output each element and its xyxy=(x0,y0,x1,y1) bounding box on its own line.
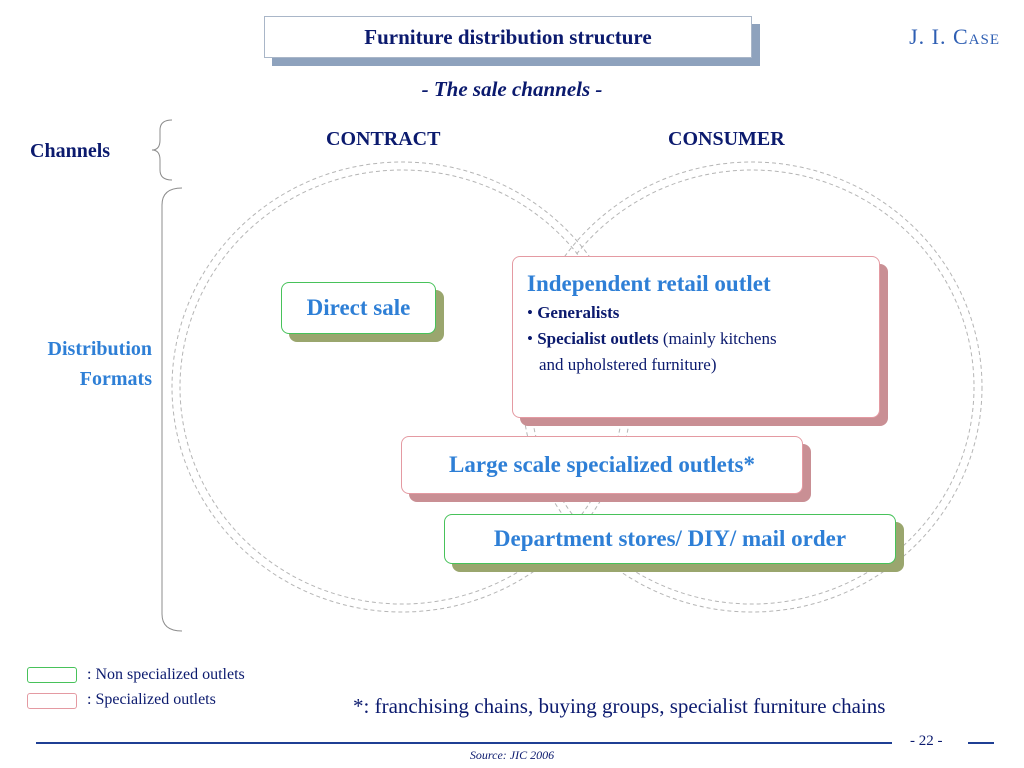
direct-sale-label: Direct sale xyxy=(306,295,411,320)
specialist-label: Specialist outlets xyxy=(537,329,659,348)
specialist-note-continued: and upholstered furniture) xyxy=(539,355,717,374)
footer-rule-left xyxy=(36,742,892,744)
legend-pink-swatch xyxy=(27,693,77,709)
footer-rule-right xyxy=(968,742,994,744)
large-scale-label: Large scale specialized outlets* xyxy=(449,452,755,477)
direct-sale-box: Direct sale xyxy=(281,282,436,334)
independent-retail-title: Independent retail outlet xyxy=(527,271,771,296)
formats-label-line2: Formats xyxy=(79,368,152,390)
consumer-heading: CONSUMER xyxy=(668,128,785,150)
distribution-formats-label: Distribution Formats xyxy=(10,334,152,394)
footnote: *: franchising chains, buying groups, sp… xyxy=(353,694,886,718)
department-stores-label: Department stores/ DIY/ mail order xyxy=(493,526,847,551)
specialist-item: • Specialist outlets (mainly kitchens xyxy=(527,329,865,349)
department-stores-box: Department stores/ DIY/ mail order xyxy=(444,514,896,564)
generalists-label: Generalists xyxy=(537,303,620,322)
channels-label: Channels xyxy=(30,140,111,162)
generalists-item: • Generalists xyxy=(527,303,865,323)
contract-heading: CONTRACT xyxy=(326,128,441,150)
formats-brace xyxy=(161,187,183,632)
company-logo: J. I. Case xyxy=(909,24,1000,49)
subtitle: - The sale channels - xyxy=(421,77,603,101)
formats-label-line1: Distribution xyxy=(47,338,152,360)
page-number: - 22 - xyxy=(910,733,943,749)
large-scale-box: Large scale specialized outlets* xyxy=(401,436,803,494)
source-note: Source: JIC 2006 xyxy=(469,748,555,762)
bullet: • xyxy=(527,303,533,322)
legend-green-swatch xyxy=(27,667,77,683)
bullet: • xyxy=(527,329,533,348)
legend-specialized: : Specialized outlets xyxy=(87,691,216,708)
independent-retail-box: Independent retail outlet • Generalists … xyxy=(512,256,880,418)
page-title: Furniture distribution structure xyxy=(264,16,752,58)
specialist-note: (mainly kitchens xyxy=(662,329,777,348)
legend-non-specialized: : Non specialized outlets xyxy=(87,666,245,683)
channels-brace xyxy=(151,119,173,181)
